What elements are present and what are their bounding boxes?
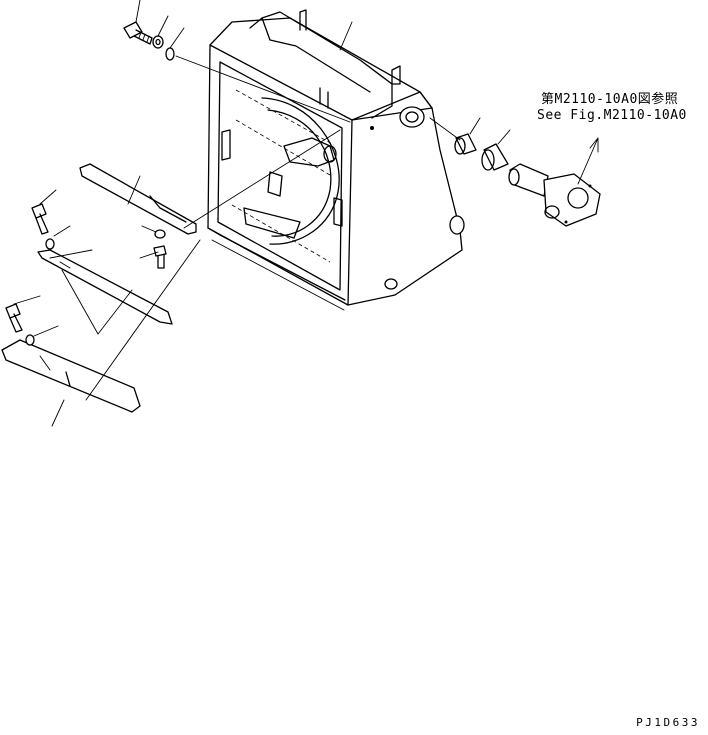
cover-plate-middle [37,249,173,325]
bolt-top [123,21,153,45]
o-ring-top [165,47,175,61]
bolt-left-lower [5,303,23,333]
washer-left-lower [25,334,35,346]
leader-lines [13,0,599,427]
reference-note-japanese: 第M2110-10A0図参照 [541,92,679,107]
drawing-code: PJ1D633 [636,716,700,729]
washer-left-upper [45,238,55,250]
washer-top [152,35,164,49]
washer-center [154,229,166,239]
outlet-pipe-assembly [508,163,601,227]
cover-plate-lower [1,339,141,413]
reference-note-english: See Fig.M2110-10A0 [537,108,687,123]
radiator-frame [207,9,465,311]
hose-short [454,133,477,155]
cover-plate-upper [79,163,197,235]
bolt-left-upper [31,203,49,235]
hose-long [481,143,509,171]
bolt-center [153,245,167,269]
